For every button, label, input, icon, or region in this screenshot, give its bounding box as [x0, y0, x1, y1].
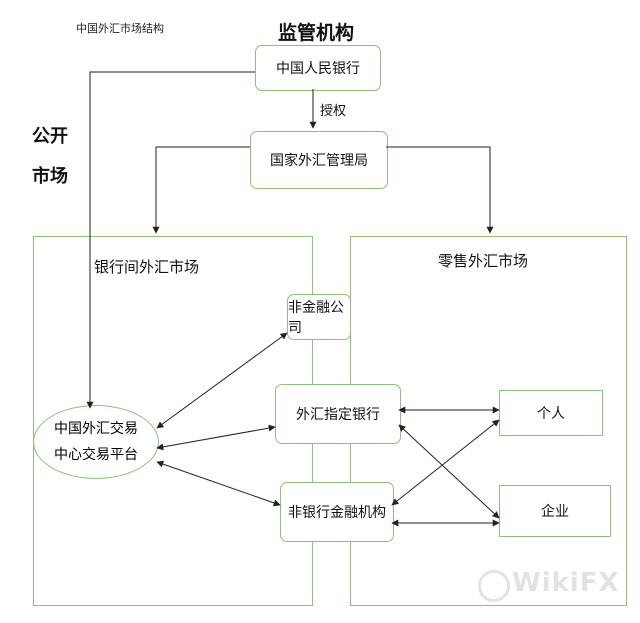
arrow-cfets-nonbank	[156, 460, 281, 507]
cfets-platform-node: 中国外汇交易 中心交易平台	[33, 405, 159, 479]
public-market-heading-line2: 市场	[32, 166, 68, 187]
arrow-nonbank-individual	[391, 419, 500, 506]
arrow-safe-to-interbank	[152, 146, 250, 234]
interbank-market-label: 银行间外汇市场	[94, 258, 200, 276]
designated-bank-node: 外汇指定银行	[275, 384, 401, 444]
cfets-label-line2: 中心交易平台	[54, 447, 138, 463]
regulator-heading: 监管机构	[278, 22, 355, 44]
arrow-bank-enterprise	[398, 424, 500, 519]
arrow-pboc-to-cfets	[86, 71, 255, 409]
retail-market-label: 零售外汇市场	[438, 252, 529, 270]
watermark-logo-icon	[478, 570, 510, 602]
non-financial-company-node: 非金融公司	[287, 294, 351, 340]
authorize-edge-label: 授权	[320, 104, 347, 119]
watermark-text: WikiFX	[512, 568, 620, 598]
individual-node: 个人	[499, 390, 603, 436]
arrow-cfets-nonfinancial	[156, 332, 288, 429]
cfets-label-line1: 中国外汇交易	[54, 421, 138, 437]
public-market-heading-line1: 公开	[32, 126, 68, 147]
pboc-node: 中国人民银行	[255, 45, 381, 91]
non-bank-institution-node: 非银行金融机构	[280, 482, 394, 542]
arrow-safe-to-retail	[386, 146, 494, 234]
safe-node: 国家外汇管理局	[250, 131, 388, 189]
enterprise-node: 企业	[499, 485, 611, 537]
arrow-cfets-bank	[156, 424, 276, 451]
diagram-caption: 中国外汇市场结构	[76, 22, 164, 35]
